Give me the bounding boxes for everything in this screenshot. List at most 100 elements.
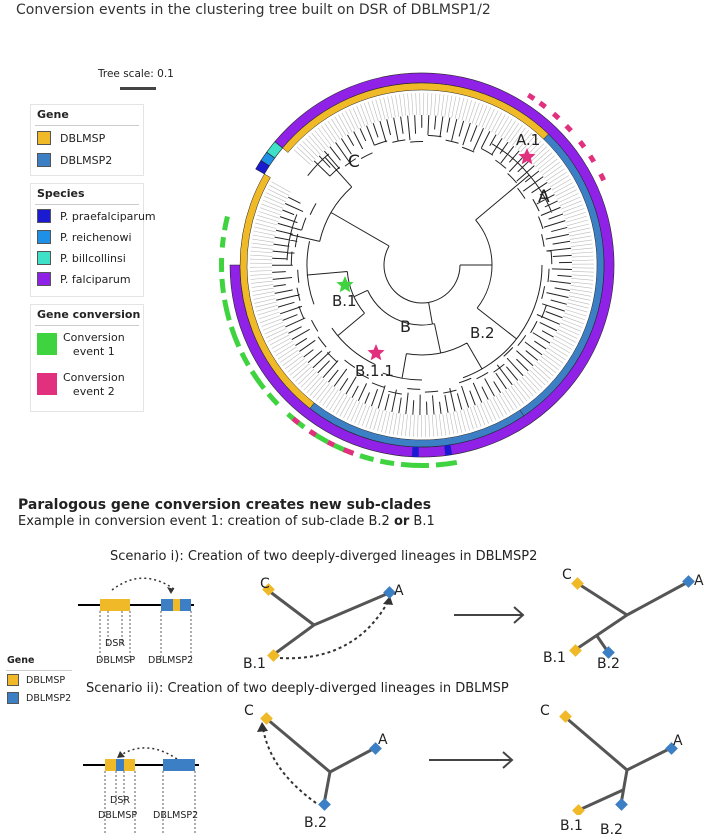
conversion-event-2-mark (588, 154, 597, 164)
legend-gene-item-dblmsp: DBLMSP (37, 131, 105, 145)
scenario-2-gene1-label: DBLMSP (98, 810, 138, 821)
conversion-event-2-mark (578, 140, 587, 149)
dblmsp-swatch-small (7, 674, 19, 686)
s1r-b1-label: B.1 (543, 650, 566, 666)
clade-b2-label: B.2 (470, 324, 495, 342)
leaf-labels (249, 92, 595, 438)
scenario-2-left-tree (257, 712, 382, 811)
conversion-event-1-mark (239, 351, 251, 367)
tree-branches (271, 114, 572, 415)
conversion-star-a1 (518, 148, 536, 165)
conversion-event-1-mark (219, 236, 226, 248)
scenario-1-left-tree (262, 583, 396, 662)
legend-label: P. praefalciparum (60, 209, 156, 223)
conversion-event-2-mark (598, 172, 606, 182)
s2l-c-label: C (244, 703, 254, 719)
scenario-1-arrow (454, 606, 525, 624)
scenario-2-gene-diagram (83, 747, 199, 835)
conversion-event-1-label: Conversion event 1 (63, 331, 125, 358)
s1r-c-label: C (562, 567, 572, 583)
conversion-event-2-mark (526, 92, 536, 101)
praefalciparum-swatch (37, 209, 51, 223)
s2r-c-label: C (540, 703, 550, 719)
conversion-star-b11 (367, 344, 385, 361)
legend-species-item-falciparum: P. falciparum (37, 272, 131, 286)
falciparum-swatch (37, 272, 51, 286)
clade-b-label: B (400, 317, 411, 336)
species-mark (444, 444, 453, 456)
scenario-2-gene2-label: DBLMSP2 (153, 810, 199, 821)
conversion-event-1-mark (435, 459, 458, 468)
dblmsp2-swatch-small (7, 692, 19, 704)
clade-b1-label: B.1 (332, 292, 357, 310)
scenario-2-arrow (429, 751, 514, 769)
dblmsp2-swatch (37, 153, 51, 167)
scenario-2-right-tree (559, 710, 678, 815)
conversion-event-2-mark (326, 439, 336, 448)
section-subtitle-suffix: B.1 (409, 514, 435, 529)
conversion-event-1-mark (222, 215, 230, 231)
dblmsp-swatch (37, 131, 51, 145)
conversion-event-1-mark (400, 461, 430, 469)
conversion-star-b1 (336, 276, 354, 293)
scenario-1-right-tree (569, 575, 695, 659)
s2l-a-label: A (378, 732, 388, 748)
legend-conversion-heading: Gene conversion (37, 308, 141, 321)
scenario-1-gene2-label: DBLMSP2 (148, 655, 194, 666)
s1r-a-label: A (694, 573, 704, 589)
conversion-event-1-mark (222, 299, 232, 321)
conversion-event-2-swatch (37, 373, 57, 395)
circular-tree (219, 72, 615, 469)
clade-a1-label: A.1 (516, 131, 541, 149)
s2l-b2-label: B.2 (304, 815, 327, 831)
s2r-b1-label: B.1 (560, 818, 583, 834)
s2r-a-label: A (673, 733, 683, 749)
scenario-2-title: Scenario ii): Creation of two deeply-div… (86, 681, 509, 696)
section-subtitle-prefix: Example in conversion event 1: creation … (18, 514, 394, 529)
tree-scale-label: Tree scale: 0.1 (98, 68, 174, 80)
legend-species-heading: Species (37, 187, 85, 200)
conversion-event-1-mark (228, 326, 242, 348)
legend-species-item-praefalciparum: P. praefalciparum (37, 209, 156, 223)
s1l-c-label: C (260, 576, 270, 592)
legend-species-item-billcollinsi: P. billcollinsi (37, 251, 126, 265)
clade-a-label: A (538, 187, 550, 207)
clade-b11-label: B.1.1 (355, 362, 394, 380)
legend-species: Species P. praefalciparum P. reichenowi … (30, 183, 156, 297)
conversion-event-1-mark (249, 369, 266, 390)
legend-label: DBLMSP (26, 674, 66, 686)
conversion-event-1-swatch (37, 333, 57, 355)
legend-label: P. falciparum (60, 272, 131, 286)
legend-gene-small-item-dblmsp: DBLMSP (7, 674, 65, 686)
legend-gene-small: Gene DBLMSP DBLMSP2 (4, 655, 76, 707)
conversion-event-2-mark (551, 111, 561, 121)
legend-label: P. reichenowi (60, 230, 132, 244)
section-subtitle-or: or (393, 514, 410, 529)
conversion-event-1-mark (219, 257, 225, 273)
legend-label: P. billcollinsi (60, 251, 126, 265)
s1l-b1-label: B.1 (243, 656, 266, 672)
s1r-b2-label: B.2 (597, 656, 620, 672)
conversion-event-2-label: Conversion event 2 (63, 371, 125, 398)
figure-title: Conversion events in the clustering tree… (16, 2, 491, 18)
billcollinsi-swatch (37, 251, 51, 265)
conversion-event-2-mark (291, 416, 301, 425)
legend-conversion: Gene conversion Conversion event 1 Conve… (30, 304, 144, 412)
section-title: Paralogous gene conversion creates new s… (18, 497, 432, 513)
conversion-event-1-mark (379, 458, 395, 467)
scenario-1-title: Scenario i): Creation of two deeply-dive… (110, 549, 538, 564)
legend-label: DBLMSP2 (26, 692, 72, 704)
gene-ring-segment (239, 173, 315, 409)
conversion-event-2-mark (342, 447, 355, 456)
reichenowi-swatch (37, 230, 51, 244)
legend-gene: Gene DBLMSP DBLMSP2 (30, 104, 144, 176)
legend-species-item-reichenowi: P. reichenowi (37, 230, 132, 244)
conversion-event-2-mark (538, 100, 547, 109)
scenario-1-dsr-label: DSR (105, 638, 125, 649)
legend-gene-item-dblmsp2: DBLMSP2 (37, 153, 112, 167)
conversion-event-1-mark (266, 392, 280, 407)
species-mark (411, 446, 419, 457)
conversion-event-1-mark (359, 453, 375, 462)
legend-label: DBLMSP (60, 131, 106, 145)
scenario-1-gene-diagram (78, 577, 194, 663)
